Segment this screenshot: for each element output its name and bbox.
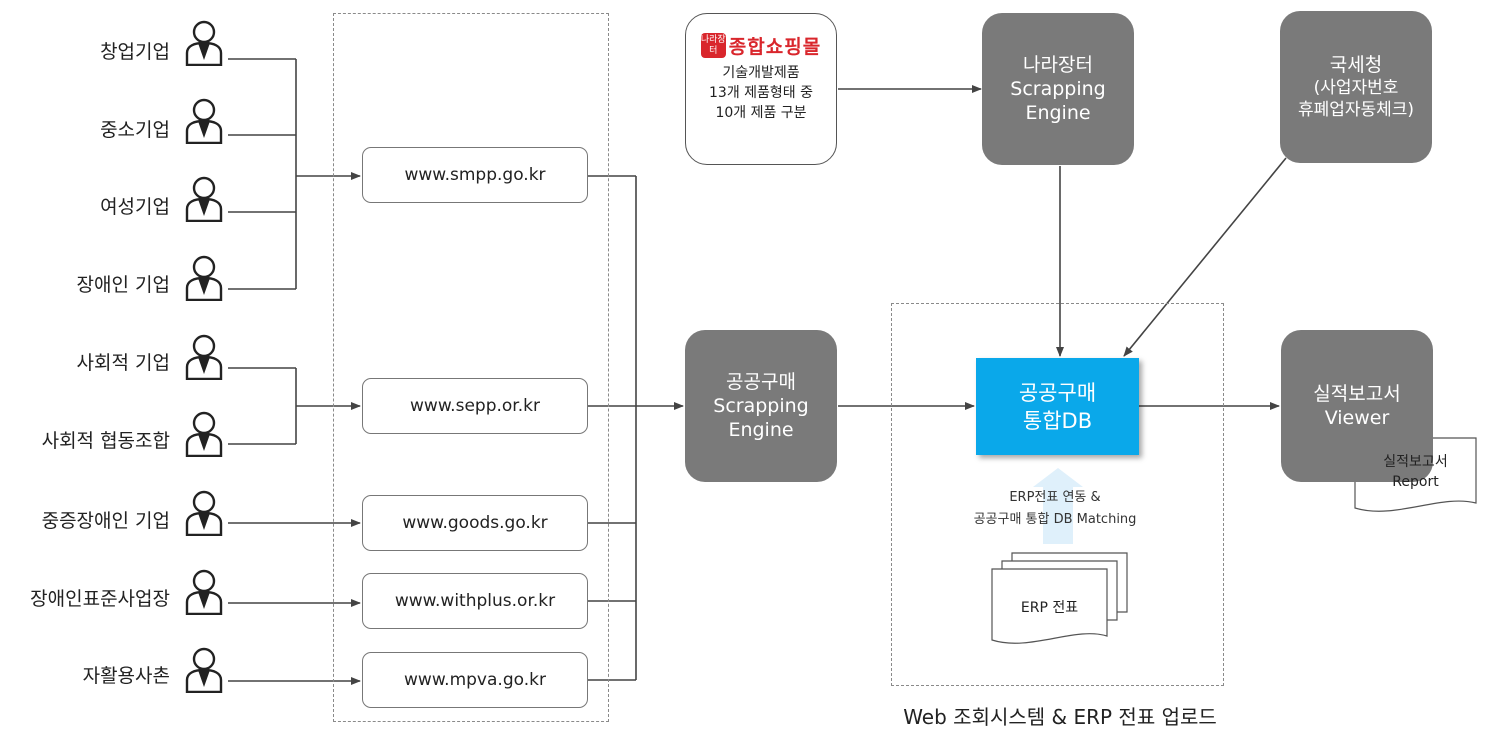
shopping-mall-desc: 기술개발제품 13개 제품형태 중 10개 제품 구분 <box>686 63 836 123</box>
tax-office-box: 국세청 (사업자번호 휴폐업자동체크) <box>1280 11 1432 163</box>
report-doc-line: Report <box>1392 474 1439 490</box>
shopping-mall-box: 나라장터 종합쇼핑몰 기술개발제품 13개 제품형태 중 10개 제품 구분 <box>685 13 837 165</box>
engine-line: Engine <box>1025 102 1091 124</box>
desc-line: 10개 제품 구분 <box>715 105 807 121</box>
person-icon <box>185 490 223 536</box>
engine-line: 공공구매 <box>726 371 796 393</box>
db-line: 통합DB <box>1022 408 1093 433</box>
site-box-sepp: www.sepp.or.kr <box>362 378 588 434</box>
nara-seal-icon: 나라장터 <box>700 33 726 58</box>
site-box-mpva: www.mpva.go.kr <box>362 652 588 708</box>
viewer-line: 실적보고서 <box>1313 383 1401 405</box>
category-label: 중증장애인 기업 <box>41 510 170 532</box>
site-label: www.sepp.or.kr <box>410 396 540 416</box>
category-label: 자활용사촌 <box>82 665 170 687</box>
category-label: 사회적 협동조합 <box>41 430 170 452</box>
person-icon <box>185 334 223 380</box>
sites-region <box>333 13 609 722</box>
shopping-mall-name: 종합쇼핑몰 <box>728 36 822 58</box>
arrow-tax-to-db <box>1123 157 1287 357</box>
site-label: www.smpp.go.kr <box>404 165 546 185</box>
note-line: ERP전표 연동 & <box>1009 490 1101 505</box>
web-erp-region <box>891 303 1224 686</box>
person-icon <box>185 569 223 615</box>
site-box-goods: www.goods.go.kr <box>362 495 588 551</box>
category-label: 장애인표준사업장 <box>30 588 170 610</box>
category-label: 장애인 기업 <box>76 274 170 296</box>
tax-line: (사업자번호 <box>1313 78 1399 98</box>
report-viewer-box: 실적보고서 Viewer <box>1281 330 1433 482</box>
category-label: 중소기업 <box>100 119 170 141</box>
shopping-mall-logo: 나라장터 종합쇼핑몰 <box>686 32 836 59</box>
site-label: www.mpva.go.kr <box>404 670 546 690</box>
report-doc-label: 실적보고서 Report <box>1355 452 1476 492</box>
category-label: 여성기업 <box>100 196 170 218</box>
nara-engine-box: 나라장터 Scrapping Engine <box>982 13 1134 165</box>
erp-doc-stack <box>991 552 1128 644</box>
desc-line: 13개 제품형태 중 <box>709 85 813 101</box>
scrap-engine-box: 공공구매 Scrapping Engine <box>685 330 837 482</box>
person-icon <box>185 255 223 301</box>
engine-line: Engine <box>728 419 794 441</box>
person-icon <box>185 98 223 144</box>
note-line: 공공구매 통합 DB Matching <box>973 512 1137 527</box>
erp-matching-note: ERP전표 연동 & 공공구매 통합 DB Matching <box>930 487 1180 531</box>
category-label: 사회적 기업 <box>76 352 170 374</box>
erp-doc-label: ERP 전표 <box>1020 600 1079 616</box>
category-label: 창업기업 <box>100 41 170 63</box>
integrated-db-box: 공공구매 통합DB <box>976 358 1139 455</box>
desc-line: 기술개발제품 <box>722 65 800 81</box>
tax-line: 휴폐업자동체크) <box>1297 100 1415 120</box>
person-icon <box>185 20 223 66</box>
person-icon <box>185 176 223 222</box>
erp-upload-arrow <box>1033 468 1083 544</box>
person-icon <box>185 647 223 693</box>
site-label: www.goods.go.kr <box>402 513 548 533</box>
person-icon <box>185 411 223 457</box>
site-box-withplus: www.withplus.or.kr <box>362 573 588 629</box>
site-box-smpp: www.smpp.go.kr <box>362 147 588 203</box>
db-line: 공공구매 <box>1018 380 1097 405</box>
system-caption: Web 조회시스템 & ERP 전표 업로드 <box>903 705 1217 729</box>
tax-title: 국세청 <box>1329 54 1383 76</box>
site-label: www.withplus.or.kr <box>394 591 556 611</box>
engine-line: 나라장터 <box>1023 54 1093 76</box>
engine-line: Scrapping <box>713 395 809 417</box>
viewer-line: Viewer <box>1324 407 1390 429</box>
report-doc-line: 실적보고서 <box>1383 454 1448 470</box>
engine-line: Scrapping <box>1010 78 1106 100</box>
